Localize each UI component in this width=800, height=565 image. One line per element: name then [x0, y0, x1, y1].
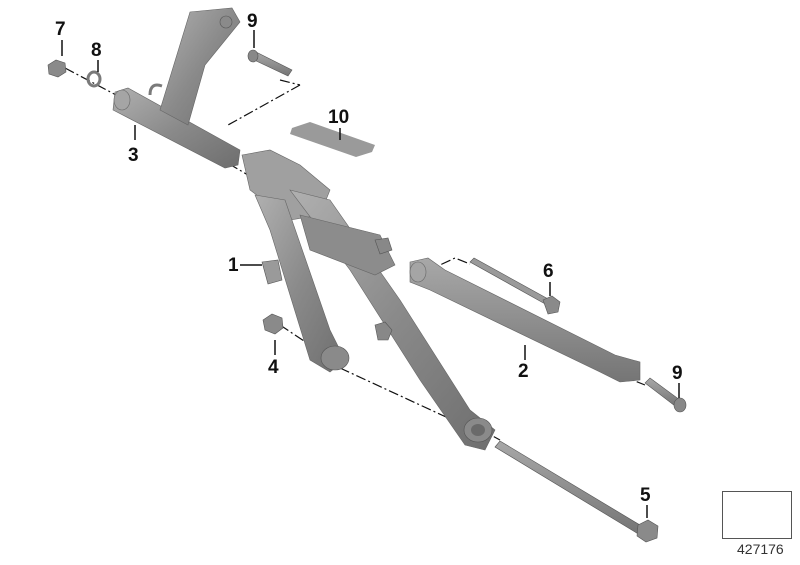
leader-lines [61, 30, 680, 518]
callout-3[interactable]: 3 [128, 145, 139, 166]
part-5-bolt [494, 440, 659, 543]
part-4-nut [262, 313, 284, 335]
part-6-bolt [469, 257, 561, 315]
callout-4[interactable]: 4 [268, 357, 279, 378]
part-3-upper-bracket [112, 7, 241, 169]
callout-7[interactable]: 7 [55, 19, 66, 40]
diagram-number: 427176 [737, 541, 784, 557]
callout-10[interactable]: 10 [328, 107, 350, 128]
part-10-plate [290, 122, 375, 157]
callout-9-upper[interactable]: 9 [247, 11, 258, 32]
part-7-nut [47, 59, 67, 78]
part-9-upper-screw [247, 49, 293, 77]
callout-6[interactable]: 6 [543, 261, 554, 282]
part-8-washer [86, 70, 102, 88]
navigation-button[interactable] [722, 491, 792, 539]
callout-9-lower[interactable]: 9 [672, 363, 683, 384]
callout-5[interactable]: 5 [640, 485, 651, 506]
part-2-side-strut [409, 257, 641, 383]
callout-8[interactable]: 8 [91, 40, 102, 61]
callout-2[interactable]: 2 [518, 361, 529, 382]
part-9-lower-screw [644, 377, 687, 413]
part-1-front-frame [241, 149, 496, 451]
callout-1[interactable]: 1 [228, 255, 239, 276]
